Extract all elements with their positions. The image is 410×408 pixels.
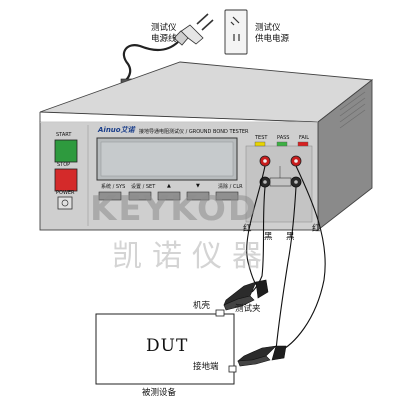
case-label: 机壳 [193,301,211,311]
black-lead-right [275,186,297,351]
up-key[interactable] [157,191,181,201]
watermark-en: KEYKOD [90,189,259,229]
test-indicator-label: TEST [255,135,268,141]
clamp-label: 测试夹 [235,304,261,314]
test-indicator [254,141,266,147]
pass-indicator [276,141,288,147]
dut-box [95,313,235,385]
fail-indicator [297,141,309,147]
power-socket-label: 测试仪 供电电源 [255,23,290,44]
wire-black-left-label: 黑 [264,232,273,242]
socket-icon [224,9,248,55]
power-switch[interactable] [57,196,73,210]
set-key-label: 设置 / SET [131,184,156,190]
red-lead-right [277,165,326,353]
stop-label: STOP [57,162,71,168]
wire-black-right-label: 黑 [286,232,295,242]
black-lead-left [251,186,266,293]
clr-key-label: 清除 / CLR [218,184,243,190]
ground-terminal-contact [228,365,237,373]
dut-caption: 被测设备 [142,388,177,398]
plug-icon [173,13,214,46]
down-key[interactable] [186,191,210,201]
pass-indicator-label: PASS [277,135,290,141]
start-button[interactable] [54,139,78,163]
power-label: POWER [56,190,75,196]
alligator-clip-icon [237,345,287,367]
ground-terminal-label: 接地端 [193,362,219,372]
up-key-label: ▲ [167,183,171,189]
keypad [98,191,239,201]
brand-logo: Ainuo艾诺 [98,126,135,134]
device-top [39,61,374,123]
alligator-clip-icon [223,279,269,311]
terminals [259,155,302,188]
fail-indicator-label: FAIL [299,135,310,141]
set-key[interactable] [128,191,152,201]
power-icon [61,199,69,207]
case-contact [215,309,225,317]
stop-button[interactable] [54,168,78,192]
start-label: START [56,132,72,138]
dut-label: DUT [146,336,189,356]
sys-key[interactable] [98,191,122,201]
down-key-label: ▼ [196,183,200,189]
wire-red-left-label: 红 [243,224,252,234]
clr-key[interactable] [215,191,239,201]
power-cord-label: 测试仪 电源线 [151,23,177,44]
wire-red-right-label: 红 [312,224,321,234]
watermark-cn: 凯诺仪器 [112,239,272,274]
panel-title: 接地导通电阻测试仪 / GROUND BOND TESTER [139,129,249,135]
sys-key-label: 系统 / SYS [101,184,126,190]
power-cord [122,41,179,81]
